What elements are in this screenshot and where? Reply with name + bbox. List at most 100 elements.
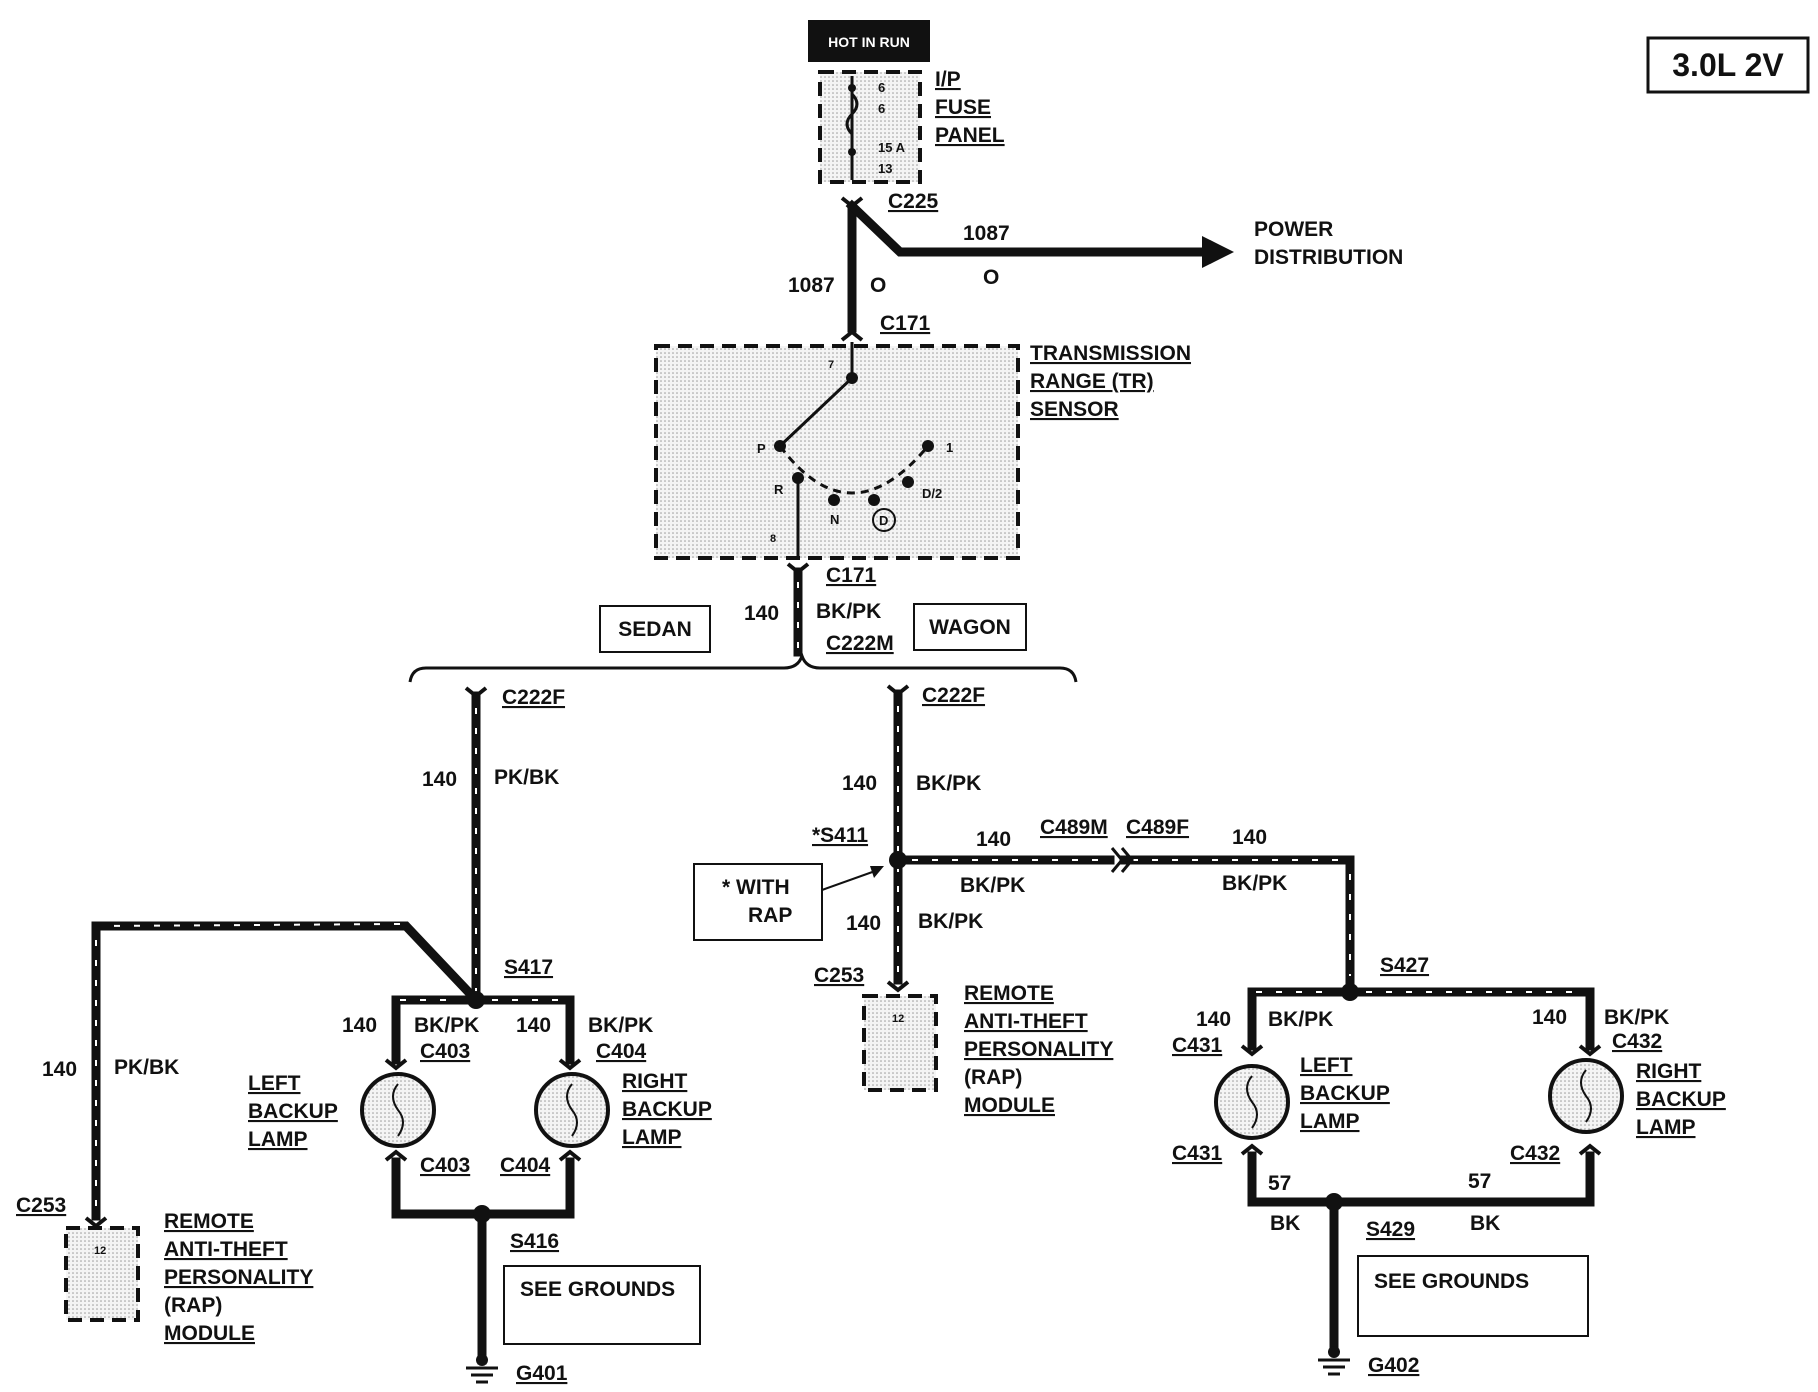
wagon-gnd-circuit-left: 57: [1268, 1172, 1291, 1195]
sedan-rap-label-1: REMOTE: [164, 1210, 254, 1233]
c403-bottom-label: C403: [420, 1154, 470, 1177]
sedan-rap-label-4: (RAP): [164, 1294, 222, 1317]
splice-s427: [1341, 983, 1359, 1001]
wagon-label: WAGON: [929, 616, 1011, 639]
fuse-panel-label-3: PANEL: [935, 124, 1005, 147]
wagon-rap-label-5: MODULE: [964, 1094, 1055, 1117]
ground-g401-icon: [466, 1354, 498, 1384]
fuse-pin-mid: 6: [878, 101, 885, 116]
feed-circuit: 1087: [788, 274, 835, 297]
wagon-rap-module: [862, 994, 938, 1092]
sedan-rap-circuit: 140: [42, 1058, 77, 1081]
wagon-run-color-b: BK/PK: [1222, 872, 1287, 895]
wagon-rap-pin: 12: [892, 1013, 904, 1025]
wagon-right-color: BK/PK: [1604, 1006, 1669, 1029]
wagon-right-lamp-label-1: RIGHT: [1636, 1060, 1702, 1083]
hot-in-run-box: HOT IN RUN: [808, 20, 930, 62]
with-rap-label-2: RAP: [748, 904, 792, 927]
sedan-right-circuit: 140: [516, 1014, 551, 1037]
tr-pos-d2: D/2: [922, 486, 942, 501]
wagon-c222f-label: C222F: [922, 684, 985, 707]
wagon-rap-color: BK/PK: [918, 910, 983, 933]
wagon-c253-label: C253: [814, 964, 864, 987]
wagon-gnd-color-right: BK: [1470, 1212, 1500, 1235]
sedan-rap-label-3: PERSONALITY: [164, 1266, 313, 1289]
power-distribution-label-2: DISTRIBUTION: [1254, 246, 1403, 269]
power-dist-circuit: 1087: [963, 222, 1010, 245]
c171-bottom-label: C171: [826, 564, 877, 587]
splice-s417: [467, 991, 485, 1009]
fuse-icon: [845, 92, 859, 136]
c225-label: C225: [888, 190, 939, 213]
wagon-run-circuit-b: 140: [1232, 826, 1267, 849]
c489f-label: C489F: [1126, 816, 1189, 839]
wagon-run-color-a: BK/PK: [960, 874, 1025, 897]
power-dist-wire: [845, 199, 1215, 257]
sedan-right-lamp-label-2: BACKUP: [622, 1098, 712, 1121]
feed-color: O: [870, 274, 886, 297]
sedan-rap-module: [64, 1226, 140, 1322]
tr-sensor-label-3: SENSOR: [1030, 398, 1119, 421]
with-rap-box: [693, 863, 823, 941]
c432-bottom-label: C432: [1510, 1142, 1560, 1165]
sedan-see-grounds-label: SEE GROUNDS: [520, 1278, 675, 1301]
c403-top-label: C403: [420, 1040, 470, 1063]
sedan-rap-pin: 12: [94, 1245, 106, 1257]
sedan-c222f-label: C222F: [502, 686, 565, 709]
sedan-label: SEDAN: [618, 618, 692, 641]
sedan-circuit-color: PK/BK: [494, 766, 559, 789]
hot-in-run-label: HOT IN RUN: [828, 34, 910, 50]
engine-label: 3.0L 2V: [1672, 47, 1784, 83]
c404-top-label: C404: [596, 1040, 647, 1063]
sedan-left-lamp-label-3: LAMP: [248, 1128, 308, 1151]
s417-label: S417: [504, 956, 553, 979]
fuse-panel-label-2: FUSE: [935, 96, 991, 119]
s416-label: S416: [510, 1230, 559, 1253]
wagon-see-grounds-box: [1357, 1255, 1589, 1337]
sedan-left-color: BK/PK: [414, 1014, 479, 1037]
c431-top-label: C431: [1172, 1034, 1223, 1057]
wagon-right-circuit: 140: [1532, 1006, 1567, 1029]
wagon-rap-label-2: ANTI-THEFT: [964, 1010, 1088, 1033]
connector-c171-top: C171: [840, 312, 931, 342]
wagon-circuit-num: 140: [842, 772, 877, 795]
tr-pos-1: 1: [946, 440, 953, 455]
wagon-left-color: BK/PK: [1268, 1008, 1333, 1031]
sedan-box: [599, 605, 711, 653]
sedan-left-lamp-label-1: LEFT: [248, 1072, 301, 1095]
tr-pos-n: N: [830, 512, 839, 527]
s411-label: *S411: [812, 824, 868, 847]
sedan-rap-label-2: ANTI-THEFT: [164, 1238, 288, 1261]
sedan-left-circuit: 140: [342, 1014, 377, 1037]
wagon-circuit-color: BK/PK: [916, 772, 981, 795]
tr-sensor-label-2: RANGE (TR): [1030, 370, 1154, 393]
with-rap-label-1: * WITH: [722, 876, 790, 899]
power-distribution-arrow: [1210, 240, 1232, 264]
power-dist-color: O: [983, 266, 999, 289]
trunk-color: BK/PK: [816, 600, 881, 623]
tr-pos-d: D: [879, 513, 888, 528]
wagon-right-lamp-label-2: BACKUP: [1636, 1088, 1726, 1111]
sedan-right-lamp-label-1: RIGHT: [622, 1070, 688, 1093]
c171-top-label: C171: [880, 312, 931, 335]
sedan-right-color: BK/PK: [588, 1014, 653, 1037]
fuse-pin-top: 6: [878, 80, 885, 95]
wagon-gnd-circuit-right: 57: [1468, 1170, 1491, 1193]
c222m-label: C222M: [826, 632, 894, 655]
s427-label: S427: [1380, 954, 1429, 977]
c404-bottom-label: C404: [500, 1154, 551, 1177]
fuse-panel-label-1: I/P: [935, 68, 961, 91]
sedan-circuit-num: 140: [422, 768, 457, 791]
g402-label: G402: [1368, 1354, 1419, 1377]
fuse-panel: 6 6 15 A 13 I/P FUSE PANEL: [818, 68, 1005, 184]
tr-sensor: 7 P R N D D/2 1 8 TRANSMISSION RANGE (TR…: [654, 342, 1191, 560]
c431-bottom-label: C431: [1172, 1142, 1223, 1165]
power-distribution-label-1: POWER: [1254, 218, 1333, 241]
with-rap-pointer: [870, 866, 884, 878]
sedan-circuit: C222F 140 PK/BK 140 PK/BK C253 12 REMOTE…: [16, 686, 712, 1385]
tr-sensor-label-1: TRANSMISSION: [1030, 342, 1191, 365]
sedan-see-grounds-box: [503, 1265, 701, 1345]
tr-pos-p: P: [757, 441, 766, 456]
wagon-see-grounds-label: SEE GROUNDS: [1374, 1270, 1529, 1293]
